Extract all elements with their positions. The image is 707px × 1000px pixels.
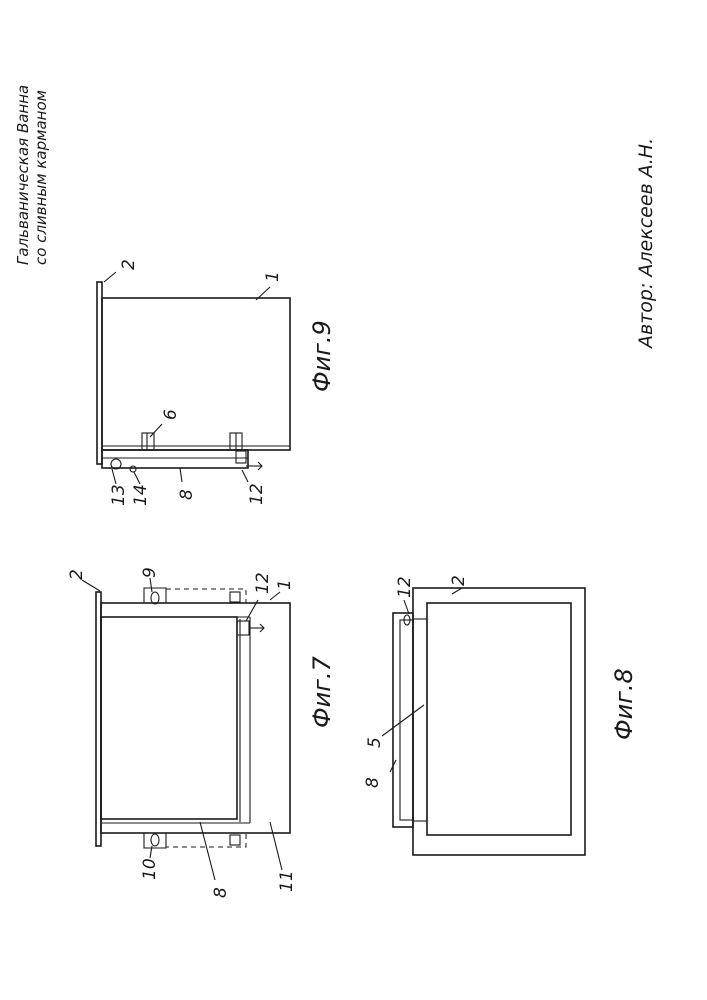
- fig7-tank-body: [101, 603, 290, 833]
- fig9-label-2: 2: [119, 259, 139, 270]
- fig9-bracket-upper: [142, 433, 154, 450]
- fig7-drain-pocket: [101, 617, 237, 819]
- fig9-label-1: 1: [263, 271, 283, 282]
- fig7-label-2: 2: [67, 569, 87, 580]
- figure-7: 2 9 12 1 10 8 11 Фиг.7: [67, 567, 336, 898]
- fig9-label-12: 12: [247, 483, 267, 505]
- figure-8: 12 2 5 8 Фиг.8: [363, 575, 638, 855]
- fig8-pocket-joint: [413, 619, 427, 821]
- fig8-outer-rim: [413, 588, 585, 855]
- fig7-label-9: 9: [140, 567, 160, 578]
- fig8-label-2: 2: [449, 575, 469, 586]
- fig9-caption: Фиг.9: [308, 320, 336, 392]
- fig7-drain-spout: [237, 621, 249, 635]
- figure-9: 2 1 6 13 14 8 12 Фиг.9: [97, 259, 336, 506]
- fig7-hidden-bracket-upper: [166, 589, 246, 603]
- fig8-inner-opening: [427, 603, 571, 835]
- fig8-label-12: 12: [395, 576, 415, 598]
- fig8-label-8: 8: [363, 777, 383, 788]
- fig9-tank-body: [102, 298, 290, 450]
- fig9-drain-pocket: [102, 450, 248, 468]
- fig7-label-11: 11: [277, 870, 297, 892]
- fig7-label-12: 12: [253, 572, 273, 594]
- fig7-bracket-9: [144, 588, 166, 603]
- fig7-label-10: 10: [140, 858, 160, 880]
- fig7-label-1: 1: [275, 579, 295, 590]
- fig9-drain-spout: [236, 451, 246, 463]
- title-line-1: Гальваническая Ванна: [14, 85, 32, 265]
- fig9-label-6: 6: [161, 409, 181, 420]
- author-credit: Автор: Алексеев А.Н.: [635, 138, 657, 350]
- fig8-label-5: 5: [365, 737, 385, 748]
- fig7-caption: Фиг.7: [308, 656, 336, 728]
- fig7-label-8: 8: [211, 887, 231, 898]
- drawing-title: Гальваническая Ванна со сливным карманом: [14, 85, 50, 265]
- fig9-label-13: 13: [109, 484, 129, 506]
- fig9-hole-14: [130, 466, 136, 472]
- fig8-caption: Фиг.8: [610, 668, 638, 740]
- fig9-label-8: 8: [177, 489, 197, 500]
- title-line-2: со сливным карманом: [32, 90, 50, 265]
- fig9-label-14: 14: [131, 484, 151, 506]
